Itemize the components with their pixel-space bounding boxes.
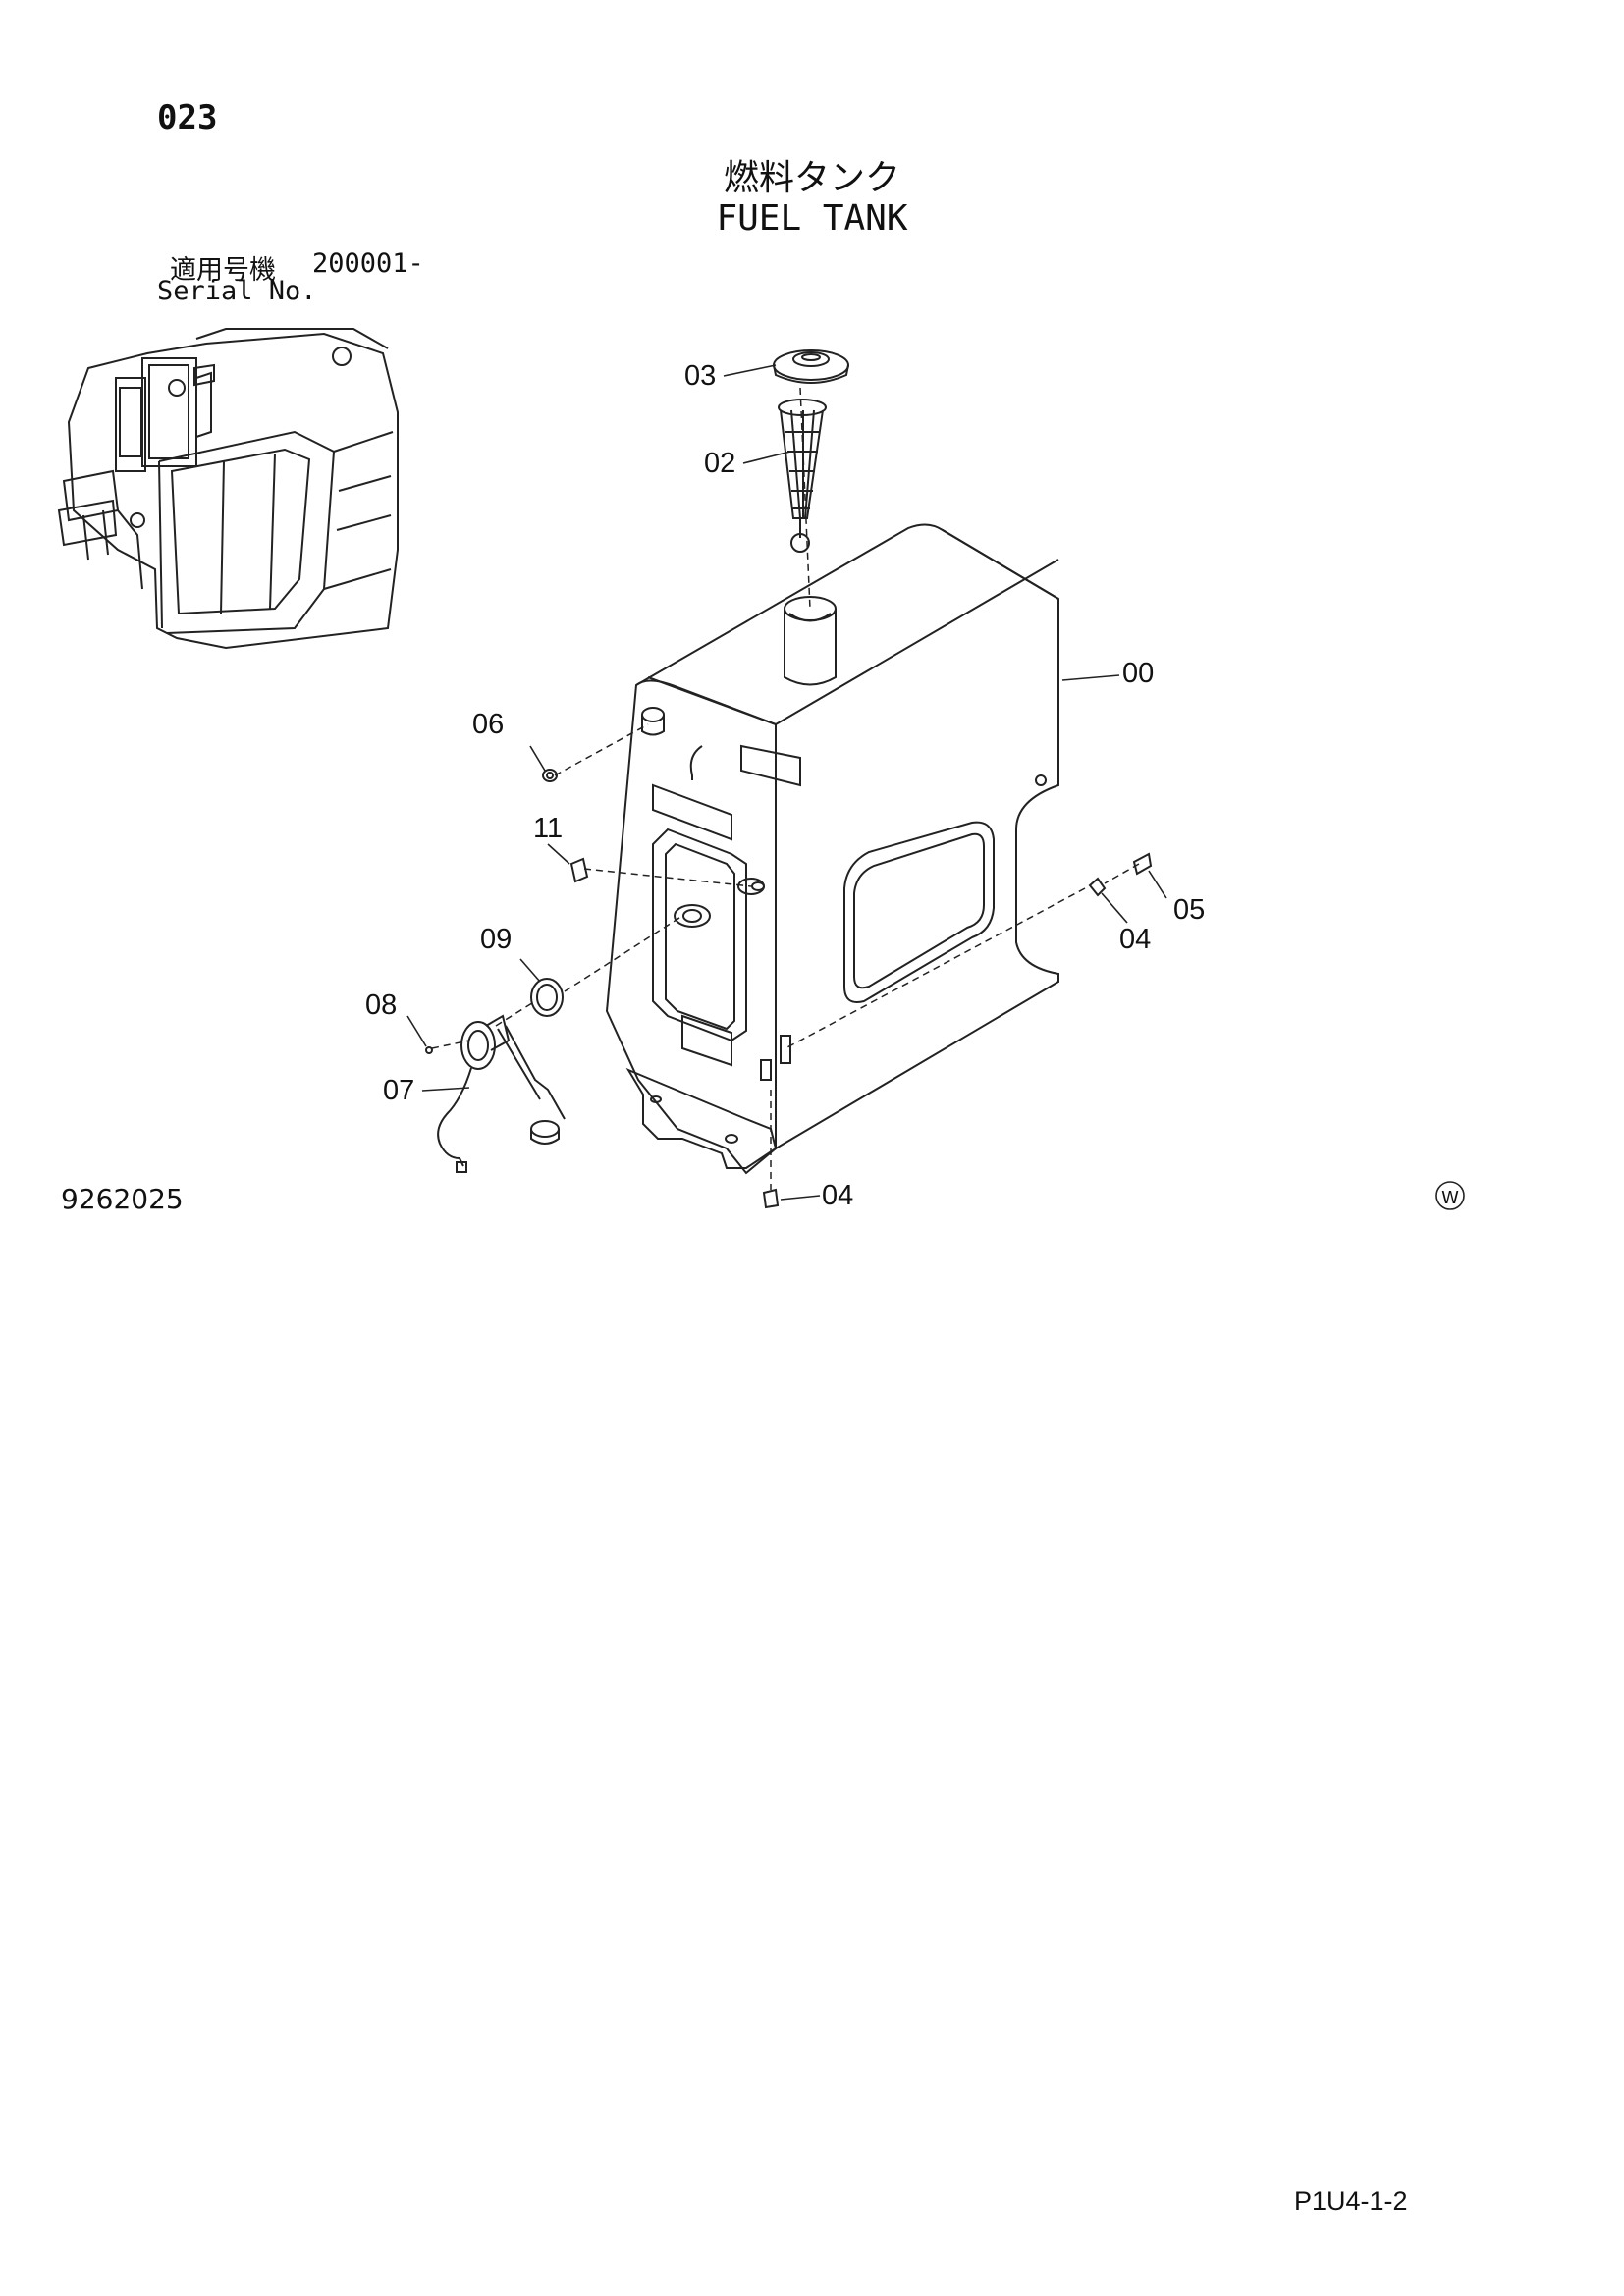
page-reference: P1U4-1-2 <box>1294 2186 1408 2216</box>
callout-06: 06 <box>472 709 504 740</box>
clip-04-upper <box>1088 877 1107 897</box>
page-number: 023 <box>157 98 218 137</box>
fuel-strainer <box>778 399 827 553</box>
title-japanese: 燃料タンク <box>723 158 900 198</box>
small-parts <box>425 769 1153 1209</box>
fuel-sender-unit <box>437 1014 566 1173</box>
callout-11: 11 <box>533 813 563 844</box>
title-english: FUEL TANK <box>716 198 908 239</box>
callout-09: 09 <box>480 924 512 955</box>
callout-07: 07 <box>383 1075 414 1106</box>
circled-w-mark: W <box>1435 1181 1465 1210</box>
callout-05: 05 <box>1173 894 1205 926</box>
leader-lines <box>406 364 1167 1201</box>
screw-08 <box>425 1046 433 1054</box>
filler-neck <box>784 596 837 686</box>
figure-code: 9262025 <box>61 1183 184 1215</box>
serial-label-english: Serial No. <box>157 276 317 306</box>
clip-04-lower <box>762 1188 780 1209</box>
callout-03: 03 <box>684 360 716 392</box>
callout-00: 00 <box>1122 658 1154 689</box>
callout-08: 08 <box>365 989 397 1021</box>
serial-value: 200001- <box>312 248 424 279</box>
plug-06 <box>542 769 558 782</box>
serial-label-japanese: 適用号機 <box>170 255 276 286</box>
fuel-tank-body <box>605 523 1059 1175</box>
callout-04-upper: 04 <box>1119 924 1151 955</box>
svg-text:W: W <box>1441 1188 1459 1208</box>
gasket-09 <box>530 978 564 1017</box>
callout-04-lower: 04 <box>822 1180 853 1211</box>
plug-11 <box>569 857 589 883</box>
callout-02: 02 <box>704 448 735 479</box>
fuel-cap <box>773 349 849 384</box>
machine-location-thumbnail <box>57 328 399 650</box>
assembly-lines <box>431 387 1140 1190</box>
bolt-05 <box>1132 852 1153 876</box>
